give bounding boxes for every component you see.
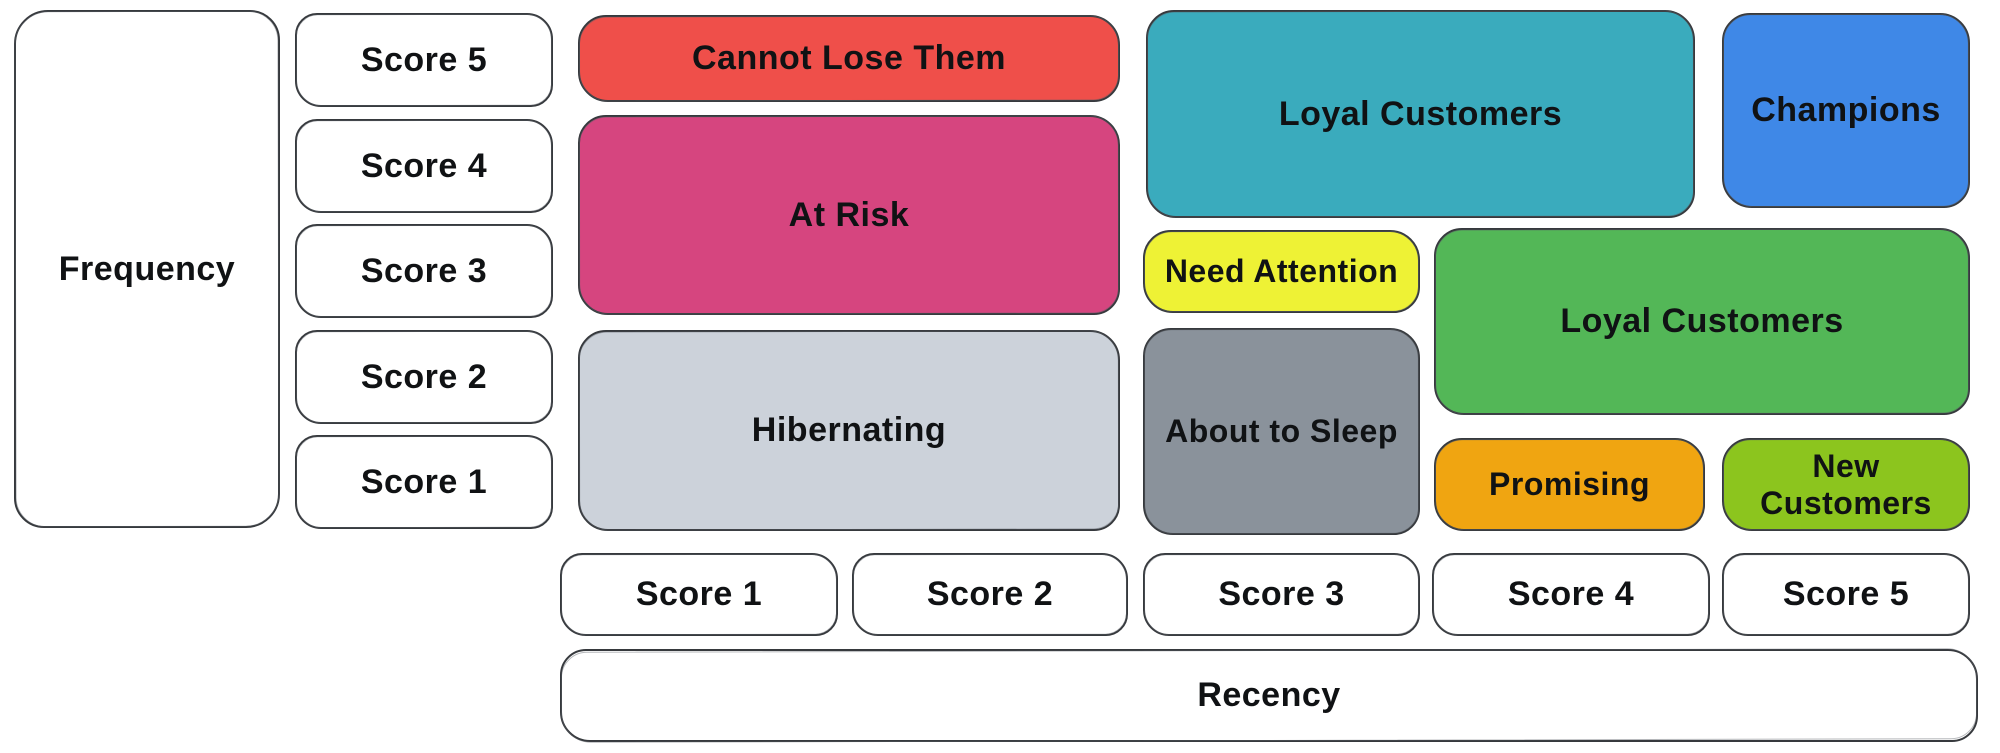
segment-champions: Champions: [1722, 13, 1970, 208]
segment-loyal-customers-teal: Loyal Customers: [1146, 10, 1695, 218]
recency-score-2: Score 2: [852, 553, 1128, 636]
frequency-score-1: Score 1: [295, 435, 553, 529]
frequency-axis-label: Frequency: [14, 10, 280, 528]
recency-score-5: Score 5: [1722, 553, 1970, 636]
recency-score-3: Score 3: [1143, 553, 1420, 636]
segment-about-to-sleep: About to Sleep: [1143, 328, 1420, 535]
segment-cannot-lose-them: Cannot Lose Them: [578, 15, 1120, 102]
segment-loyal-customers-green: Loyal Customers: [1434, 228, 1970, 415]
segment-promising: Promising: [1434, 438, 1705, 531]
recency-score-4: Score 4: [1432, 553, 1710, 636]
frequency-score-3: Score 3: [295, 224, 553, 318]
recency-score-1: Score 1: [560, 553, 838, 636]
segment-new-customers: New Customers: [1722, 438, 1970, 531]
segment-hibernating: Hibernating: [578, 330, 1120, 531]
segment-at-risk: At Risk: [578, 115, 1120, 315]
frequency-score-5: Score 5: [295, 13, 553, 107]
frequency-score-2: Score 2: [295, 330, 553, 424]
segment-need-attention: Need Attention: [1143, 230, 1420, 313]
frequency-score-4: Score 4: [295, 119, 553, 213]
recency-axis-label: Recency: [560, 649, 1978, 742]
